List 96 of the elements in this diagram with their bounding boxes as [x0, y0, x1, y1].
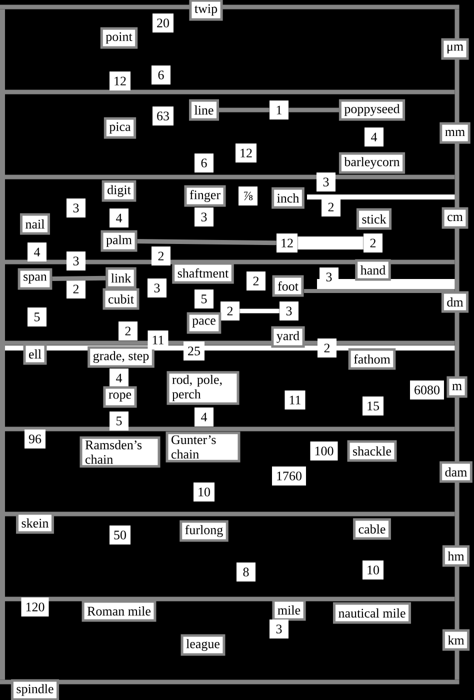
unit-box: shaftment [172, 262, 234, 284]
number-box: 25 [184, 342, 204, 360]
number-box: 10 [362, 560, 384, 580]
number-box: 100 [310, 442, 338, 460]
connector-line [240, 308, 280, 314]
scale-box: hm [442, 545, 470, 567]
unit-box: Gunter’s chain [166, 432, 240, 462]
connector-line [137, 238, 276, 246]
number-box: 2 [322, 198, 340, 216]
number-box: 11 [284, 390, 306, 410]
scale-box: μm [441, 38, 469, 60]
number-box: 15 [362, 396, 384, 416]
number-box: 8 [236, 562, 256, 582]
unit-box: shackle [347, 440, 397, 462]
node-label: 12 [282, 238, 293, 248]
unit-box: ell [23, 343, 47, 365]
number-box: 3 [316, 172, 336, 192]
number-box: 20 [152, 14, 174, 32]
node-label: 2 [370, 238, 376, 248]
unit-box: digit [102, 180, 136, 202]
number-box: 3 [270, 620, 288, 638]
connector-line [52, 276, 106, 282]
unit-box: spindle [10, 679, 60, 700]
unit-box: span [18, 268, 52, 290]
number-box: 2 [118, 322, 138, 340]
unit-box: palm [100, 230, 138, 252]
number-box: 3 [320, 268, 338, 286]
number-box: 5 [28, 308, 46, 326]
unit-box: furlong [180, 520, 228, 542]
unit-box: nail [20, 213, 50, 235]
number-box: 6080 [410, 380, 444, 400]
number-box: 2 [220, 302, 240, 320]
number-box: 12 [110, 72, 130, 90]
unit-box: poppyseed [338, 99, 406, 121]
number-box: 1760 [272, 466, 306, 486]
number-box: 4 [194, 408, 214, 426]
number-box: 2 [318, 338, 336, 358]
unit-box: hand [355, 259, 391, 281]
number-box: 2 [364, 234, 382, 252]
number-box: 96 [24, 430, 46, 448]
number-box: 5 [194, 290, 214, 308]
number-box: 6 [152, 66, 170, 84]
unit-box: fathom [348, 348, 396, 370]
scale-box: cm [442, 207, 468, 229]
number-box: 3 [66, 252, 86, 270]
unit-box: barleycorn [338, 152, 406, 174]
unit-box: nautical mile [333, 602, 411, 624]
unit-box: stick [356, 208, 392, 230]
unit-box: pace [186, 312, 222, 334]
unit-box: twip [189, 0, 223, 21]
number-box: 3 [66, 198, 86, 218]
number-box: 11 [148, 330, 168, 350]
connector-line [219, 108, 270, 112]
number-box: 6 [194, 154, 214, 172]
number-box: 10 [194, 482, 214, 502]
unit-box: league [180, 634, 226, 656]
unit-box: rod, pole, perch [166, 371, 240, 405]
unit-box: foot [272, 275, 304, 297]
unit-box: link [106, 267, 136, 289]
number-box: 3 [280, 302, 298, 320]
number-box: 2 [66, 280, 86, 298]
number-box: 3 [194, 208, 214, 226]
unit-box: line [189, 99, 219, 121]
scale-box: mm [440, 122, 470, 144]
scale-box: dm [441, 291, 469, 313]
connector-line [298, 236, 364, 250]
number-box: 63 [152, 106, 174, 126]
unit-box: inch [272, 187, 304, 209]
scale-box: dam [440, 461, 472, 483]
number-box: 5 [110, 412, 128, 430]
scale-box: km [442, 629, 470, 651]
number-box: 120 [21, 598, 49, 616]
number-box: 4 [110, 368, 128, 388]
number-box: 1 [270, 100, 288, 120]
number-box: 4 [110, 208, 128, 228]
number-box: 2 [246, 272, 266, 290]
node-label: 2 [328, 202, 334, 212]
number-box: ⅞ [238, 186, 258, 206]
number-box: 2 [152, 246, 170, 266]
unit-box: skein [16, 512, 54, 534]
unit-box: point [100, 27, 138, 49]
number-box: 12 [276, 234, 298, 252]
node-label: 3 [326, 272, 332, 282]
number-box: 12 [236, 144, 256, 162]
scale-box: m [446, 376, 468, 398]
unit-box: cable [353, 518, 391, 540]
connector-line [288, 108, 339, 112]
number-box: 3 [148, 278, 166, 298]
number-box: 4 [364, 128, 384, 146]
unit-box: Roman mile [82, 600, 156, 622]
unit-box: pica [104, 117, 136, 139]
number-box: 4 [28, 242, 46, 262]
unit-box: yard [271, 326, 305, 348]
unit-box: Ramsden’s chain [80, 436, 160, 468]
number-box: 50 [110, 526, 130, 544]
unit-box: cubit [102, 288, 140, 310]
